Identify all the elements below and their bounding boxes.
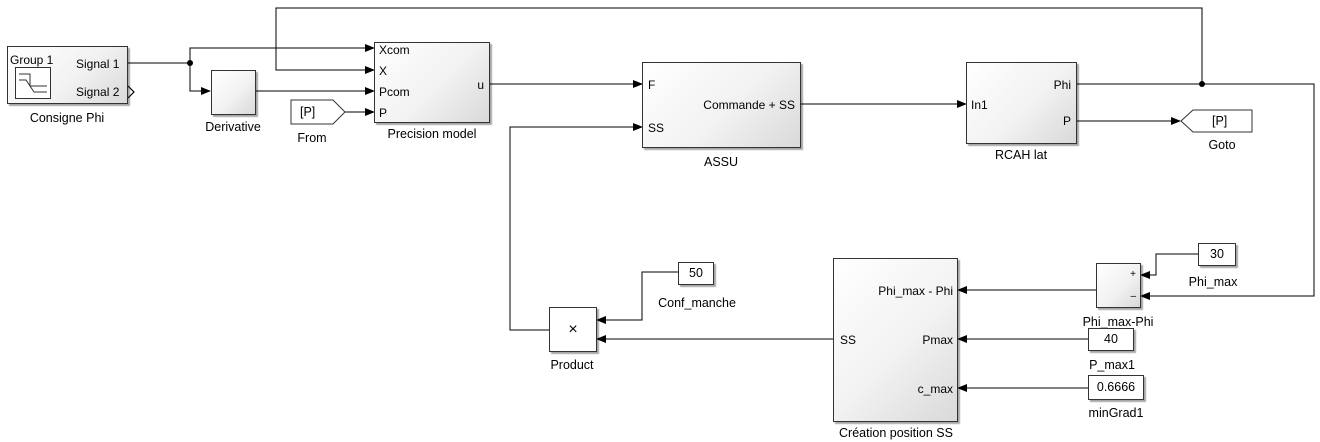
port-phi-max-phi: Phi_max - Phi: [878, 284, 953, 298]
group-label: Group 1: [10, 53, 54, 67]
port-signal-2: Signal 2: [76, 85, 120, 99]
goto-block-shape[interactable]: [1180, 109, 1253, 133]
sum-block[interactable]: + –: [1096, 263, 1141, 308]
conf-manche-caption: Conf_manche: [658, 296, 736, 310]
rcah-lat-block[interactable]: In1 Phi P: [966, 62, 1077, 144]
port-ss-out: SS: [840, 333, 857, 347]
assu-caption: ASSU: [703, 155, 739, 169]
signal-builder-icon: [15, 67, 51, 99]
port-u: u: [477, 78, 484, 92]
phi-max-caption: Phi_max: [1188, 275, 1238, 289]
from-block-shape[interactable]: [290, 99, 346, 125]
derivative-caption: Derivative: [205, 120, 261, 134]
product-block[interactable]: ×: [549, 307, 597, 352]
creation-caption: Création position SS: [839, 426, 953, 440]
from-caption: From: [297, 131, 327, 145]
sum-caption: Phi_max-Phi: [1082, 315, 1154, 329]
port-in1: In1: [971, 98, 988, 112]
product-caption: Product: [550, 358, 594, 372]
precision-model-block[interactable]: Xcom X Pcom P u: [374, 42, 490, 123]
product-symbol: ×: [568, 321, 578, 338]
sum-plus-sign: +: [1130, 269, 1136, 280]
conf-manche-value: 50: [689, 266, 703, 280]
phi-max-value: 30: [1210, 247, 1224, 261]
mingrad1-caption: minGrad1: [1088, 406, 1144, 420]
port-commande-ss: Commande + SS: [703, 98, 795, 112]
p-max1-constant[interactable]: 40: [1088, 328, 1134, 351]
port-c-max: c_max: [917, 382, 953, 396]
port-ss: SS: [648, 121, 665, 135]
port-xcom: Xcom: [379, 43, 410, 57]
conf-manche-constant[interactable]: 50: [678, 262, 714, 285]
port-signal-1: Signal 1: [76, 57, 120, 71]
from-tag: [P]: [300, 105, 316, 119]
port-pcom: Pcom: [379, 85, 410, 99]
p-max1-caption: P_max1: [1089, 358, 1135, 372]
goto-tag: [P]: [1212, 114, 1228, 128]
creation-position-ss-block[interactable]: Phi_max - Phi Pmax c_max SS: [833, 258, 958, 422]
sum-minus-sign: –: [1130, 291, 1136, 302]
goto-caption: Goto: [1208, 138, 1236, 152]
p-max1-value: 40: [1104, 332, 1118, 346]
signal-builder-block[interactable]: Group 1 Signal 1 Signal 2: [7, 46, 128, 104]
port-phi: Phi: [1053, 78, 1071, 92]
port-pmax: Pmax: [922, 333, 953, 347]
consigne-caption: Consigne Phi: [29, 111, 105, 125]
precision-caption: Precision model: [387, 127, 477, 141]
mingrad1-value: 0.6666: [1096, 380, 1136, 394]
port-p-out: P: [1062, 114, 1071, 128]
phi-max-constant[interactable]: 30: [1198, 243, 1236, 266]
port-x: X: [379, 64, 388, 78]
port-f: F: [648, 78, 656, 92]
assu-block[interactable]: F SS Commande + SS: [642, 62, 801, 148]
mingrad1-constant[interactable]: 0.6666: [1088, 375, 1144, 400]
derivative-block[interactable]: [211, 70, 256, 115]
port-p: P: [379, 106, 388, 120]
rcah-caption: RCAH lat: [994, 148, 1048, 162]
